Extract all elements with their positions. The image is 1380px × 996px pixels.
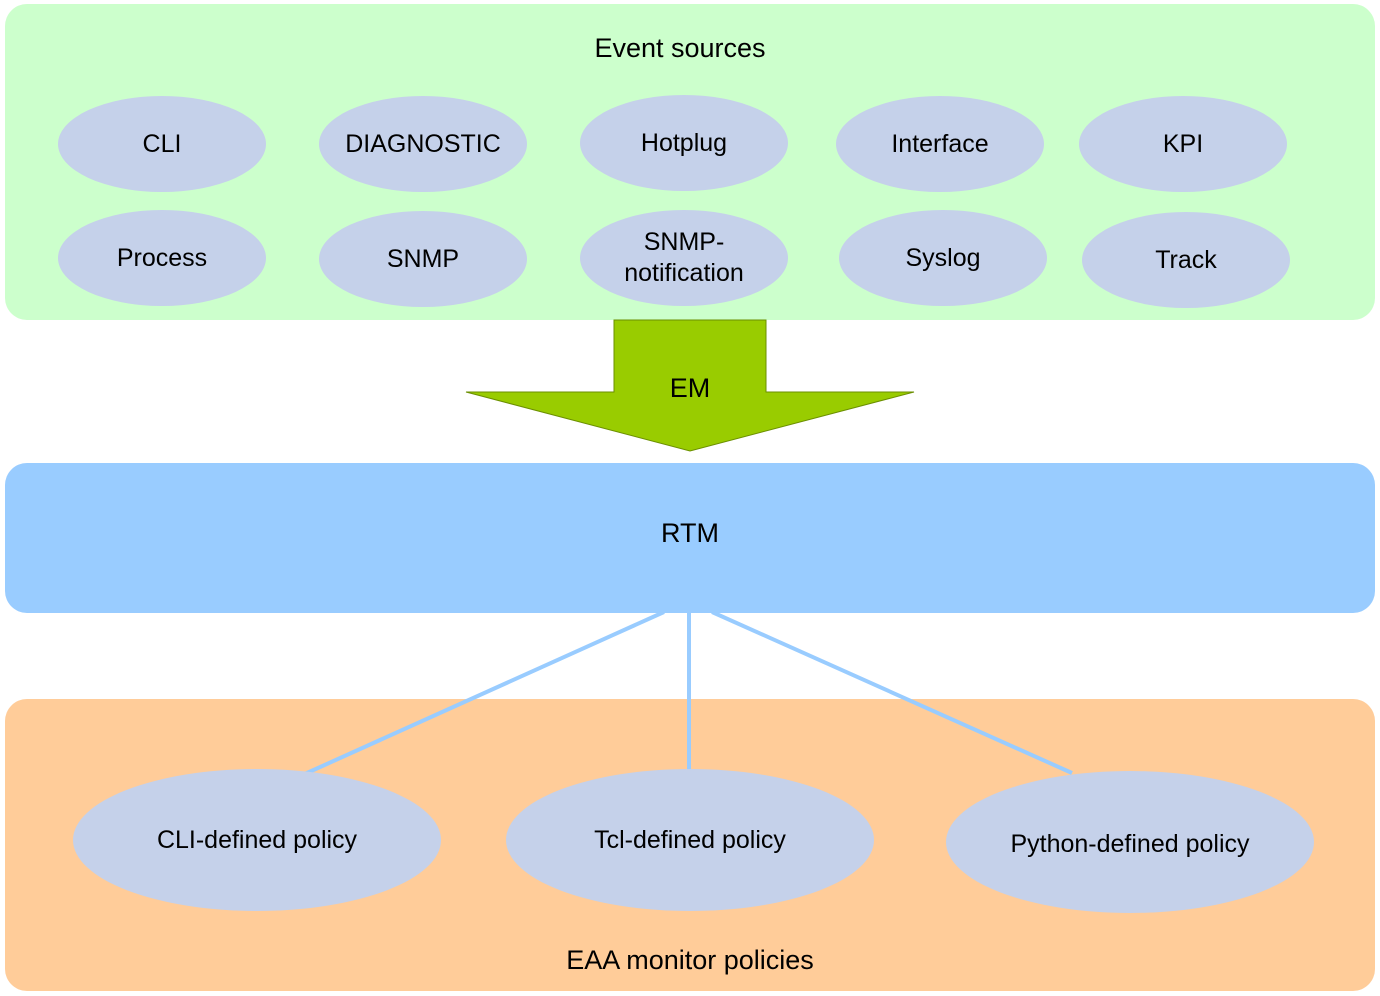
- event-source-track: Track: [1082, 212, 1290, 308]
- event-source-process: Process: [58, 210, 266, 306]
- event-source-hotplug: Hotplug: [580, 95, 788, 191]
- policy-python-defined: Python-defined policy: [946, 771, 1314, 913]
- event-source-kpi: KPI: [1079, 96, 1287, 192]
- policy-tcl-defined: Tcl-defined policy: [506, 769, 874, 911]
- event-source-snmp: SNMP: [319, 211, 527, 307]
- event-source-snmp-notification: SNMP- notification: [580, 210, 788, 306]
- connector-python-policy: [711, 610, 1073, 775]
- rtm-block: [5, 463, 1375, 613]
- connector-cli-policy: [297, 610, 665, 779]
- event-source-cli: CLI: [58, 96, 266, 192]
- event-source-interface: Interface: [836, 96, 1044, 192]
- event-source-syslog: Syslog: [839, 210, 1047, 306]
- event-source-diagnostic: DIAGNOSTIC: [319, 96, 527, 192]
- eaa-monitor-policies-title: EAA monitor policies: [566, 945, 814, 975]
- event-sources-title: Event sources: [594, 33, 766, 63]
- em-label: EM: [669, 373, 711, 403]
- rtm-label: RTM: [661, 518, 719, 548]
- policy-cli-defined: CLI-defined policy: [73, 769, 441, 911]
- em-arrow: [465, 319, 915, 452]
